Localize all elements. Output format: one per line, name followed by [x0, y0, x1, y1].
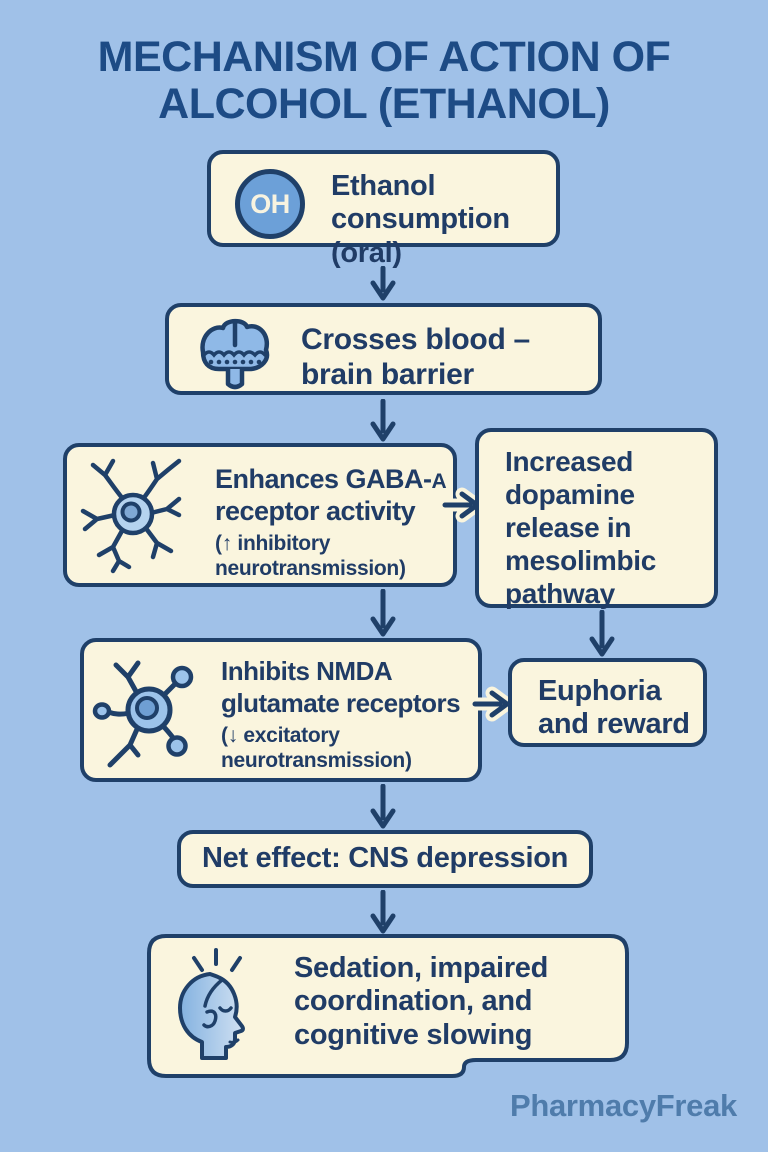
flow-box-nmda: Inhibits NMDA glutamate receptors (↓ exc…	[80, 638, 482, 782]
nmda-line-1: Inhibits NMDA	[221, 656, 393, 686]
page-title-line2: ALCOHOL (ETHANOL)	[158, 80, 610, 129]
neuron-icon	[75, 453, 195, 579]
gaba-title-line2: receptor activity	[215, 496, 416, 527]
arrow-down-icon	[370, 399, 396, 442]
bbb-text: Crosses blood – brain barrier	[301, 322, 530, 393]
neuron-icon-2	[92, 651, 210, 771]
sedation-text: Sedation, impaired coordination, and cog…	[294, 952, 548, 1052]
net-effect-label: Net effect: CNS depression	[201, 842, 569, 875]
sedation-line-1: Sedation, impaired	[294, 952, 549, 984]
bbb-line-1: Crosses blood –	[301, 323, 530, 356]
sedation-line-2: coordination, and	[294, 985, 533, 1018]
flow-box-ethanol: OH Ethanol consumption (oral)	[207, 150, 560, 269]
arrow-down-icon	[370, 890, 396, 934]
page-title: MECHANISM OF ACTION OF ALCOHOL (ETHANOL)	[0, 33, 768, 129]
flow-box-gaba: Enhances GABA-A receptor activity (↑ inh…	[63, 443, 457, 587]
euphoria-line-2: and reward	[538, 708, 690, 741]
sedation-line-3: cognitive slowing	[294, 1018, 533, 1051]
arrow-down-icon	[370, 784, 396, 829]
arrow-down-icon	[589, 610, 615, 657]
brain-icon	[194, 315, 276, 391]
flow-box-sedation-shape	[147, 934, 629, 1078]
bbb-line-2: brain barrier	[301, 358, 474, 392]
page-title-line1: MECHANISM OF ACTION OF	[97, 33, 671, 81]
nmda-text: Inhibits NMDA glutamate receptors (↓ exc…	[221, 656, 461, 774]
arrow-down-icon	[370, 589, 396, 637]
nmda-sub-line1: (↓ excitatory	[221, 724, 340, 748]
nmda-line-2: glutamate receptors	[221, 687, 461, 718]
ethanol-line-1: Ethanol	[331, 170, 436, 202]
dopamine-line-2: dopamine	[505, 479, 635, 511]
gaba-title-suffix: A	[431, 470, 447, 493]
ethanol-line-3: (oral)	[331, 236, 402, 269]
dopamine-line-5: pathway	[505, 578, 615, 610]
euphoria-text: Euphoria and reward	[538, 675, 690, 742]
flow-box-net-effect: Net effect: CNS depression	[177, 830, 593, 888]
dopamine-line-3: release in	[505, 512, 632, 544]
dopamine-line-1: Increased	[505, 446, 634, 477]
gaba-title-line1: Enhances GABA-A	[215, 463, 447, 495]
arrow-right-icon	[472, 686, 514, 722]
watermark: PharmacyFreak	[509, 1088, 737, 1123]
flow-box-dopamine: Increased dopamine release in mesolimbic…	[475, 428, 718, 610]
gaba-sub-line1: (↑ inhibitory	[215, 531, 331, 555]
oh-badge-label: OH	[250, 188, 290, 219]
euphoria-line-1: Euphoria	[538, 675, 662, 707]
gaba-title-prefix: Enhances GABA-	[215, 464, 432, 494]
gaba-text: Enhances GABA-A receptor activity (↑ inh…	[215, 463, 447, 581]
oh-molecule-icon: OH	[235, 169, 305, 239]
head-icon	[160, 944, 278, 1066]
ethanol-line-2: consumption	[331, 203, 510, 236]
dopamine-line-4: mesolimbic	[505, 545, 657, 577]
dopamine-text: Increased dopamine release in mesolimbic…	[505, 445, 656, 610]
arrow-down-icon	[370, 266, 396, 301]
gaba-sub-line2: neurotransmission)	[215, 556, 406, 580]
ethanol-text: Ethanol consumption (oral)	[331, 170, 510, 270]
nmda-sub-line2: neurotransmission)	[221, 749, 412, 773]
flow-box-euphoria: Euphoria and reward	[508, 658, 707, 747]
flow-box-blood-brain-barrier: Crosses blood – brain barrier	[165, 303, 602, 395]
